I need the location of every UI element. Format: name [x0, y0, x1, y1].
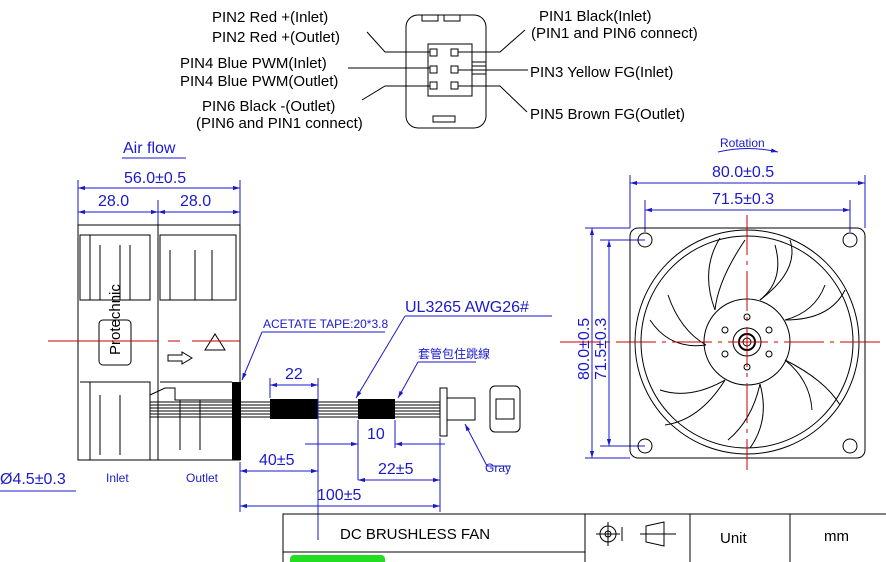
wire-spec-label: UL3265 AWG26# — [405, 299, 529, 316]
front-center-lines — [560, 215, 880, 470]
dim-40-label: 40±5 — [259, 452, 295, 469]
pin3-label: PIN3 Yellow FG(Inlet) — [530, 64, 673, 81]
hole-pitch-label: 71.5±0.3 — [712, 191, 774, 208]
unit-label: Unit — [720, 530, 748, 547]
title-block — [282, 513, 886, 562]
pin4-inlet-label: PIN4 Blue PWM(Inlet) — [180, 55, 327, 72]
pinout-connector — [405, 14, 487, 129]
pin2-outlet-label: PIN2 Red +(Outlet) — [212, 29, 340, 46]
hole-pitch-height-label: 71.5±0.3 — [593, 318, 610, 380]
pin6-outlet-label: PIN6 Black -(Outlet) — [202, 98, 335, 115]
inlet-label: Inlet — [106, 471, 129, 485]
acetate-tape — [232, 382, 241, 460]
width-half-left-label: 28.0 — [98, 193, 129, 210]
width-half-right-label: 28.0 — [180, 193, 211, 210]
unit-value: mm — [824, 528, 849, 545]
dim-22-label: 22 — [285, 366, 303, 383]
pin5-label: PIN5 Brown FG(Outlet) — [530, 106, 685, 123]
connector-face-small — [489, 385, 521, 433]
pin1-note-label: (PIN1 and PIN6 connect) — [531, 25, 698, 42]
pinout-leaders — [348, 29, 528, 113]
pin4-outlet-label: PIN4 Blue PWM(Outlet) — [180, 73, 338, 90]
pin1-inlet-label: PIN1 Black(Inlet) — [539, 8, 652, 25]
dim-100-label: 100±5 — [317, 487, 361, 504]
hole-dia-label: Ø4.5±0.3 — [0, 471, 66, 488]
sleeve-2 — [358, 399, 395, 419]
outlet-label: Outlet — [186, 471, 219, 485]
sleeve-1 — [270, 399, 318, 419]
fan-side-body — [77, 224, 241, 461]
width-total-label: 56.0±0.5 — [124, 170, 186, 187]
airflow-label: Air flow — [123, 140, 176, 157]
pin2-inlet-label: PIN2 Red +(Inlet) — [212, 9, 328, 26]
title-label: DC BRUSHLESS FAN — [340, 526, 490, 543]
wire-connector — [439, 387, 476, 437]
dim-10-label: 10 — [367, 426, 385, 443]
connector-color-label: Gray — [485, 461, 511, 475]
dim-22-tol-label: 22±5 — [378, 461, 414, 478]
outer-height-label: 80.0±0.5 — [576, 318, 593, 380]
rotation-label: Rotation — [720, 136, 765, 150]
logo-text: Protechnic — [107, 284, 124, 355]
status-pill — [290, 555, 385, 562]
pin6-note-label: (PIN6 and PIN1 connect) — [196, 115, 363, 132]
sleeve-note-label: 套管包住跳線 — [418, 346, 490, 361]
outer-width-label: 80.0±0.5 — [712, 164, 774, 181]
tape-label: ACETATE TAPE:20*3.8 — [263, 317, 388, 331]
